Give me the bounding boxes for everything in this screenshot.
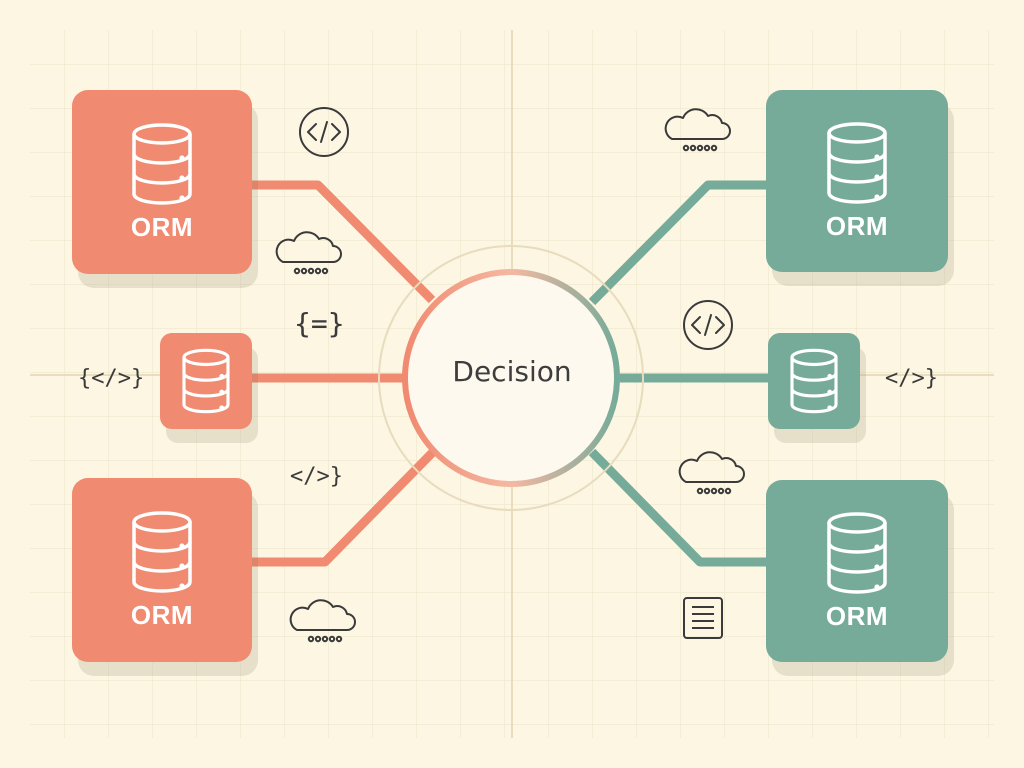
node-label: ORM: [825, 210, 889, 241]
decision-outer-ring: [378, 245, 644, 511]
decision-label: Decision: [452, 355, 572, 388]
connector-left-top: [250, 180, 436, 304]
cloud-upload-icon: [678, 451, 745, 495]
cloud-upload-icon: [664, 108, 731, 152]
orm-node-right-bottom[interactable]: ORM: [766, 480, 948, 662]
code-tag-glyph: </>}: [290, 464, 343, 489]
connector-left-bottom: [250, 448, 437, 567]
node-label: ORM: [130, 211, 194, 242]
braces-equals-glyph: {=}: [294, 307, 345, 340]
orm-node-left-middle[interactable]: [160, 333, 252, 429]
orm-node-right-middle[interactable]: [768, 333, 860, 429]
database-icon: [790, 348, 838, 414]
decision-circle: [402, 269, 620, 487]
braces-code-glyph: {</>}: [78, 366, 145, 391]
database-icon: [827, 121, 887, 204]
orm-node-right-top[interactable]: ORM: [766, 90, 948, 272]
orm-node-left-top[interactable]: ORM: [72, 90, 252, 274]
code-circle-icon: [299, 107, 349, 157]
code-tag-glyph: </>}: [885, 366, 938, 391]
database-icon: [132, 122, 192, 205]
node-label: ORM: [130, 599, 194, 630]
cloud-upload-icon: [275, 231, 342, 275]
code-circle-icon: [683, 300, 733, 350]
cloud-upload-icon: [289, 599, 356, 643]
connector-right-top: [588, 180, 770, 306]
database-icon: [132, 510, 192, 593]
orm-node-left-bottom[interactable]: ORM: [72, 478, 252, 662]
database-icon: [827, 511, 887, 594]
connector-right-bottom: [588, 448, 770, 567]
database-icon: [182, 348, 230, 414]
node-label: ORM: [825, 600, 889, 631]
document-icon: [683, 597, 723, 639]
